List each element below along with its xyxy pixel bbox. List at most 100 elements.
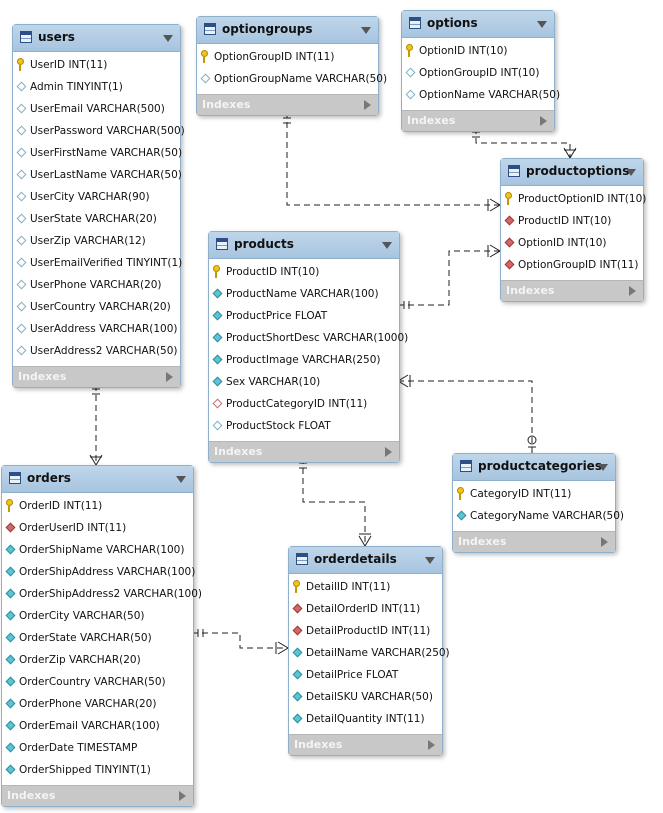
column-row[interactable]: DetailOrderID INT(11) [289,598,442,620]
column-row[interactable]: OptionID INT(10) [402,40,554,62]
expand-arrow-icon[interactable] [540,116,547,126]
indexes-section[interactable]: Indexes [13,366,180,387]
column-row[interactable]: OrderEmail VARCHAR(100) [2,715,193,737]
column-row[interactable]: UserID INT(11) [13,54,180,76]
indexes-section[interactable]: Indexes [453,531,615,552]
indexes-section[interactable]: Indexes [402,110,554,131]
column-row[interactable]: OptionName VARCHAR(50) [402,84,560,106]
column-row[interactable]: ProductPrice FLOAT [209,305,399,327]
column-row[interactable]: UserAddress2 VARCHAR(50) [13,340,180,362]
table-header[interactable]: optiongroups [197,17,378,44]
column-row[interactable]: DetailQuantity INT(11) [289,708,442,730]
column-label: OrderShipped TINYINT(1) [19,764,151,776]
collapse-arrow-icon[interactable] [425,557,435,564]
column-row[interactable]: ProductOptionID INT(10) [501,188,646,210]
column-row[interactable]: OrderUserID INT(11) [2,517,193,539]
column-row[interactable]: UserEmailVerified TINYINT(1) [13,252,182,274]
column-icon [200,73,211,84]
column-row[interactable]: OrderPhone VARCHAR(20) [2,693,193,715]
column-row[interactable]: OrderShipAddress2 VARCHAR(100) [2,583,202,605]
expand-arrow-icon[interactable] [385,447,392,457]
table-header[interactable]: products [209,232,399,259]
indexes-section[interactable]: Indexes [2,785,193,806]
table-header[interactable]: orders [2,466,193,493]
column-row[interactable]: UserCountry VARCHAR(20) [13,296,180,318]
column-row[interactable]: OptionGroupID INT(10) [402,62,554,84]
table-header[interactable]: productoptions [501,159,643,186]
column-row[interactable]: ProductImage VARCHAR(250) [209,349,399,371]
column-row[interactable]: ProductName VARCHAR(100) [209,283,399,305]
indexes-section[interactable]: Indexes [197,94,378,115]
column-row[interactable]: OptionGroupName VARCHAR(50) [197,68,387,90]
column-row[interactable]: UserZip VARCHAR(12) [13,230,180,252]
collapse-arrow-icon[interactable] [176,476,186,483]
table-header[interactable]: users [13,25,180,52]
expand-arrow-icon[interactable] [629,286,636,296]
column-row[interactable]: OptionGroupID INT(11) [197,46,378,68]
column-row[interactable]: DetailProductID INT(11) [289,620,442,642]
table-header[interactable]: orderdetails [289,547,442,574]
column-label: UserPassword VARCHAR(500) [30,125,185,137]
column-row[interactable]: OrderID INT(11) [2,495,193,517]
column-row[interactable]: ProductCategoryID INT(11) [209,393,399,415]
column-row[interactable]: ProductShortDesc VARCHAR(1000) [209,327,408,349]
column-row[interactable]: ProductStock FLOAT [209,415,399,437]
expand-arrow-icon[interactable] [428,740,435,750]
indexes-section[interactable]: Indexes [289,734,442,755]
collapse-arrow-icon[interactable] [537,21,547,28]
column-row[interactable]: DetailSKU VARCHAR(50) [289,686,442,708]
column-icon [405,89,416,100]
column-row[interactable]: OptionGroupID INT(11) [501,254,643,276]
column-label: UserID INT(11) [30,59,108,71]
column-row[interactable]: Admin TINYINT(1) [13,76,180,98]
column-row[interactable]: CategoryName VARCHAR(50) [453,505,624,527]
column-row[interactable]: OrderState VARCHAR(50) [2,627,193,649]
column-row[interactable]: UserCity VARCHAR(90) [13,186,180,208]
table-header[interactable]: options [402,11,554,38]
column-row[interactable]: UserEmail VARCHAR(500) [13,98,180,120]
column-row[interactable]: DetailPrice FLOAT [289,664,442,686]
expand-arrow-icon[interactable] [166,372,173,382]
collapse-arrow-icon[interactable] [163,35,173,42]
column-row[interactable]: CategoryID INT(11) [453,483,615,505]
column-row[interactable]: UserPhone VARCHAR(20) [13,274,180,296]
column-row[interactable]: UserLastName VARCHAR(50) [13,164,182,186]
column-row[interactable]: Sex VARCHAR(10) [209,371,399,393]
column-row[interactable]: DetailName VARCHAR(250) [289,642,450,664]
collapse-arrow-icon[interactable] [626,169,636,176]
expand-arrow-icon[interactable] [179,791,186,801]
collapse-arrow-icon[interactable] [382,242,392,249]
not-null-column-icon [5,610,16,621]
column-row[interactable]: ProductID INT(10) [501,210,643,232]
column-row[interactable]: OrderShipName VARCHAR(100) [2,539,193,561]
column-row[interactable]: UserState VARCHAR(20) [13,208,180,230]
column-row[interactable]: OrderCountry VARCHAR(50) [2,671,193,693]
column-row[interactable]: UserPassword VARCHAR(500) [13,120,185,142]
column-row[interactable]: OrderShipped TINYINT(1) [2,759,193,781]
column-row[interactable]: OrderCity VARCHAR(50) [2,605,193,627]
collapse-arrow-icon[interactable] [598,464,608,471]
column-row[interactable]: DetailID INT(11) [289,576,442,598]
column-row[interactable]: UserAddress VARCHAR(100) [13,318,180,340]
table-header[interactable]: productcategories [453,454,615,481]
collapse-arrow-icon[interactable] [361,27,371,34]
expand-arrow-icon[interactable] [364,100,371,110]
column-row[interactable]: OrderZip VARCHAR(20) [2,649,193,671]
column-row[interactable]: UserFirstName VARCHAR(50) [13,142,182,164]
column-row[interactable]: OptionID INT(10) [501,232,643,254]
column-row[interactable]: OrderShipAddress VARCHAR(100) [2,561,195,583]
column-row[interactable]: OrderDate TIMESTAMP [2,737,193,759]
indexes-section[interactable]: Indexes [209,441,399,462]
indexes-section[interactable]: Indexes [501,280,643,301]
column-label: DetailOrderID INT(11) [306,603,421,615]
expand-arrow-icon[interactable] [601,537,608,547]
column-row[interactable]: ProductID INT(10) [209,261,399,283]
